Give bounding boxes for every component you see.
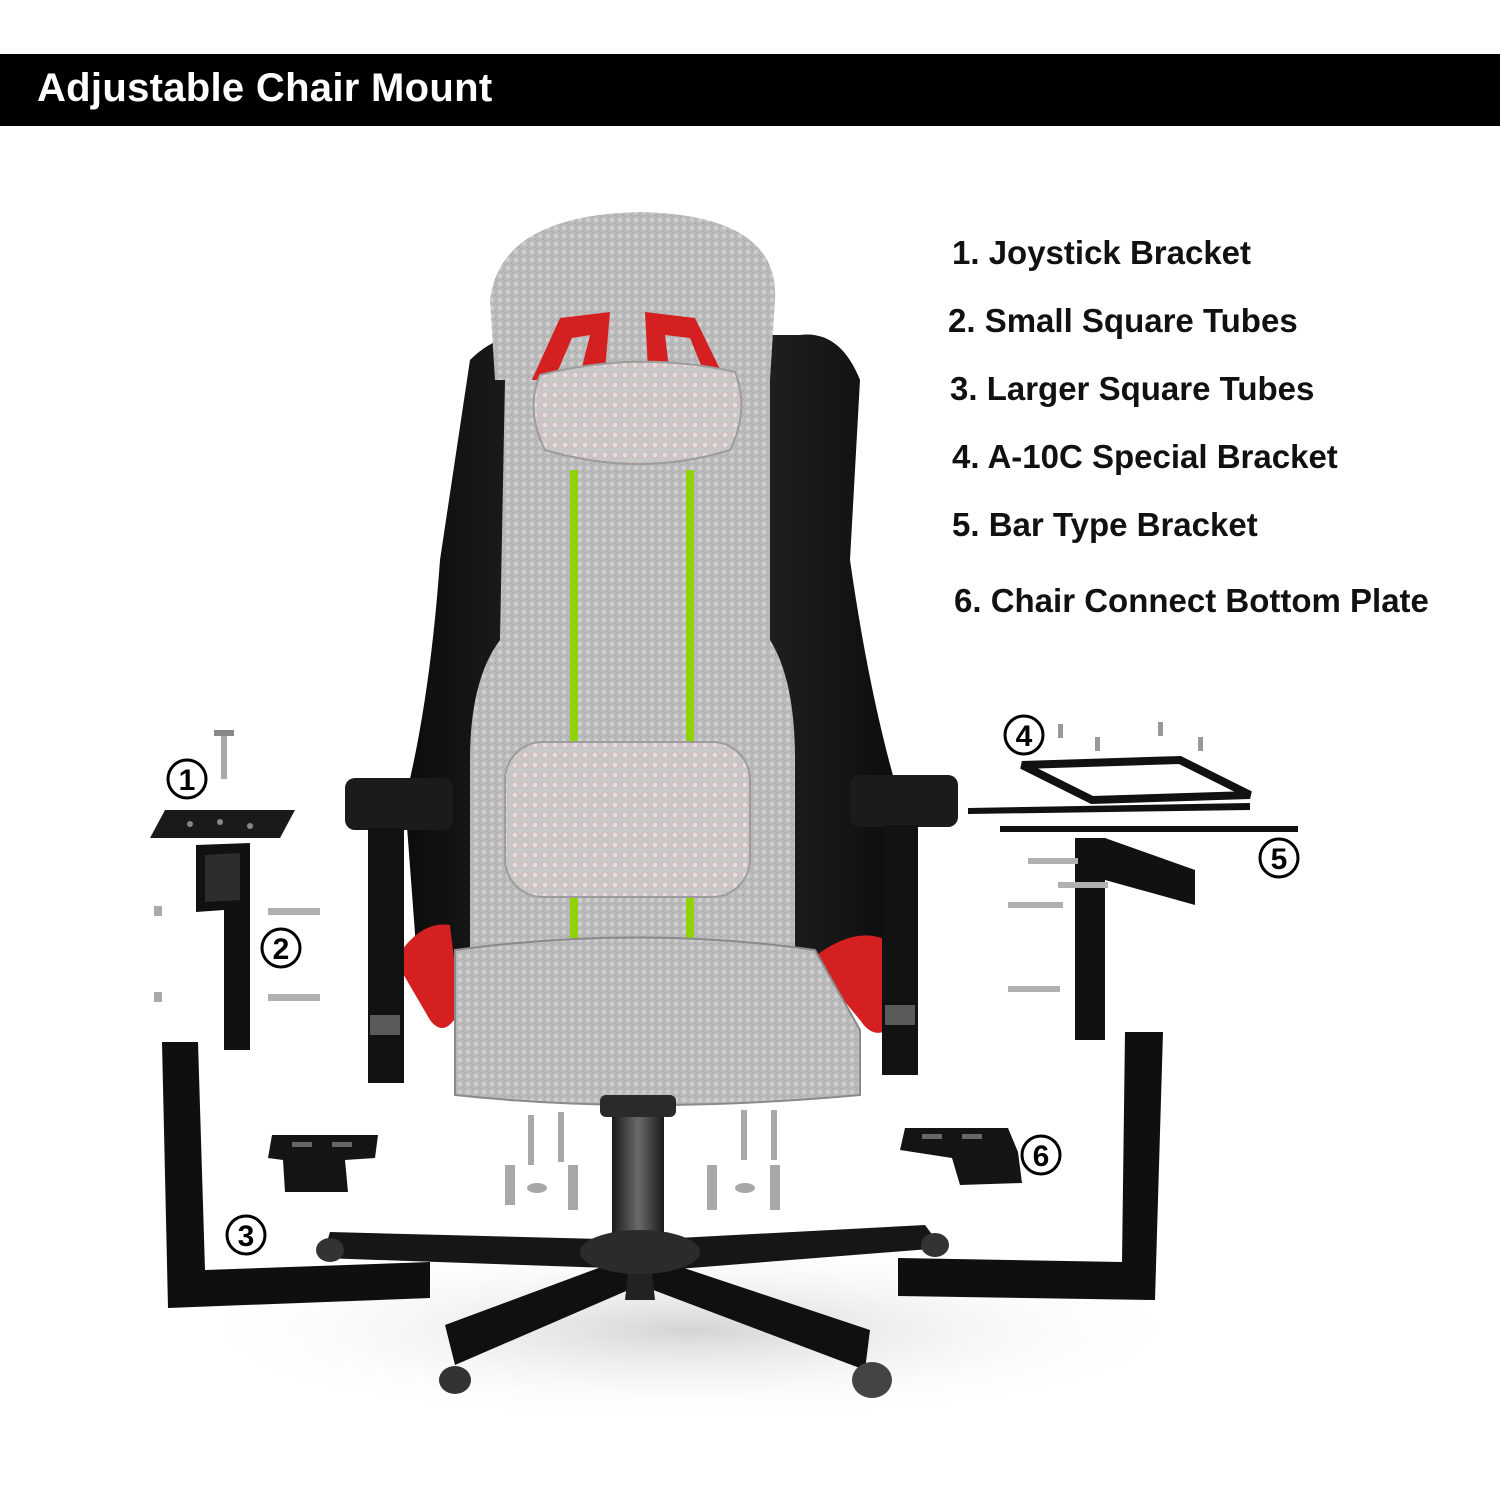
seat-bolts [505,1110,780,1210]
part-item-chair-connect-bottom-plate: 6. Chair Connect Bottom Plate [954,582,1429,620]
callout-number: 3 [238,1220,255,1253]
part-label: 2. Small Square Tubes [948,302,1298,339]
gas-lift-cap [600,1095,676,1117]
screw [1058,724,1063,738]
part-label: 3. Larger Square Tubes [950,370,1315,407]
small-square-tube-right [1008,838,1195,1040]
part-item-a10c-special-bracket: 4. A-10C Special Bracket [952,438,1338,476]
callout-5: 5 [1258,837,1300,879]
red-bolster-left [395,924,460,1028]
chair-connect-bottom-plate-right [900,1128,1022,1185]
bolt [1008,902,1063,908]
callout-number: 5 [1271,843,1288,876]
nut [154,906,162,916]
screw [221,733,227,779]
larger-square-tube-left [162,1042,430,1308]
title-bar: Adjustable Chair Mount [0,54,1500,126]
gas-lift [612,1100,664,1250]
caster [439,1366,471,1394]
callout-number: 2 [273,933,290,966]
callout-2: 2 [260,927,302,969]
callout-3: 3 [225,1214,267,1256]
gaming-chair [316,212,958,1398]
screw [1095,737,1100,751]
lumbar-pillow [504,741,751,898]
caster [852,1362,892,1398]
part-item-small-square-tubes: 2. Small Square Tubes [948,302,1298,340]
bar-type-bracket [968,803,1298,832]
page-title: Adjustable Chair Mount [37,66,493,110]
part-item-larger-square-tubes: 3. Larger Square Tubes [950,370,1314,408]
callout-4: 4 [1003,714,1045,756]
seat-cushion [454,936,861,1106]
part-item-bar-type-bracket: 5. Bar Type Bracket [952,506,1258,544]
bolt [268,908,320,915]
callout-6: 6 [1020,1134,1062,1176]
callout-number: 4 [1016,720,1033,753]
caster [316,1238,344,1262]
callout-1: 1 [166,758,208,800]
armrest-left [345,778,453,1083]
green-stripe-left [570,470,578,950]
larger-square-tube-right [898,1032,1163,1300]
nut [154,992,162,1002]
chair-base [316,1225,949,1398]
callout-number: 6 [1033,1140,1050,1173]
callout-number: 1 [179,764,196,797]
part-item-joystick-bracket: 1. Joystick Bracket [952,234,1251,272]
part-label: 1. Joystick Bracket [952,234,1252,271]
small-square-tube-left [154,843,320,1050]
armrest-right [850,775,958,1075]
bolt [1008,986,1060,992]
bolt [1028,858,1078,864]
chair-connect-bottom-plate-left [268,1135,378,1192]
caster [921,1233,949,1257]
part-label: 6. Chair Connect Bottom Plate [954,582,1429,619]
part-label: 5. Bar Type Bracket [952,506,1258,543]
screw [214,730,234,736]
green-stripe-right [686,470,694,950]
headrest [490,212,776,380]
joystick-bracket [150,730,295,838]
part-label: 4. A-10C Special Bracket [952,438,1338,475]
red-bolster-right [810,935,905,1033]
a10c-special-bracket [1020,722,1252,805]
screw [1198,737,1203,751]
neck-pillow [532,360,743,465]
screw [1158,722,1163,736]
bolt [1058,882,1108,888]
bolt [268,994,320,1001]
